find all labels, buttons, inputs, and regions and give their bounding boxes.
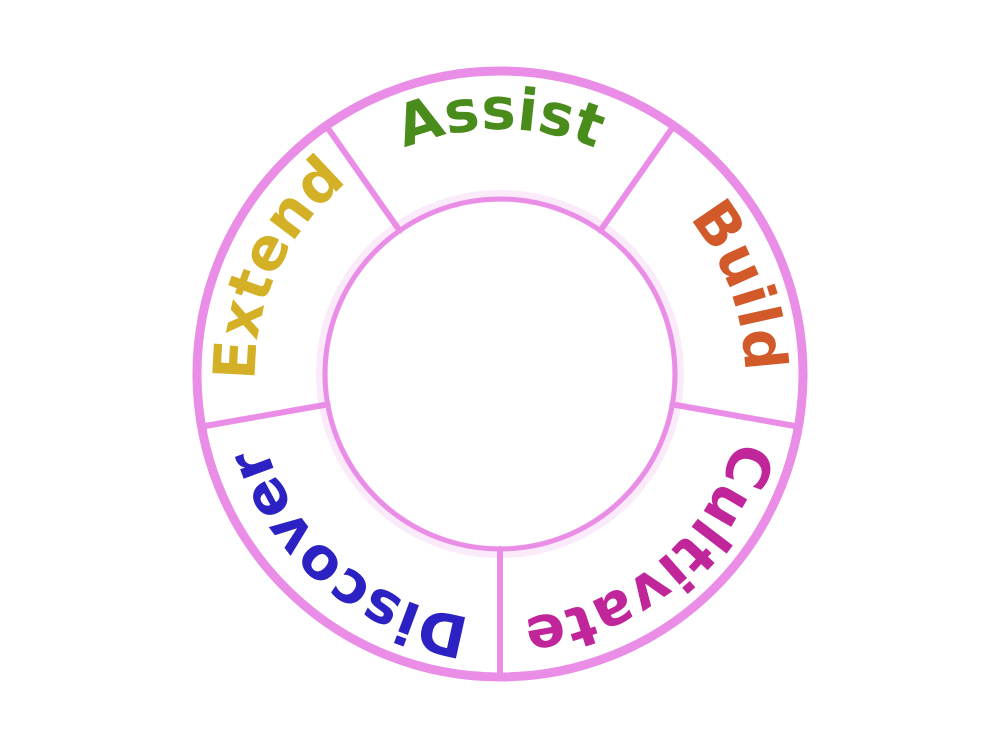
segment-divider — [597, 122, 677, 234]
segment-label-build: Build — [678, 187, 799, 373]
segment-divider — [323, 122, 403, 234]
segment-divider — [198, 401, 331, 430]
inner-ring — [322, 196, 678, 552]
segment-label-assist: Assist — [388, 75, 614, 161]
segment-divider — [669, 401, 802, 430]
segment-dividers — [198, 122, 802, 680]
segment-label-extend: Extend — [200, 142, 356, 381]
